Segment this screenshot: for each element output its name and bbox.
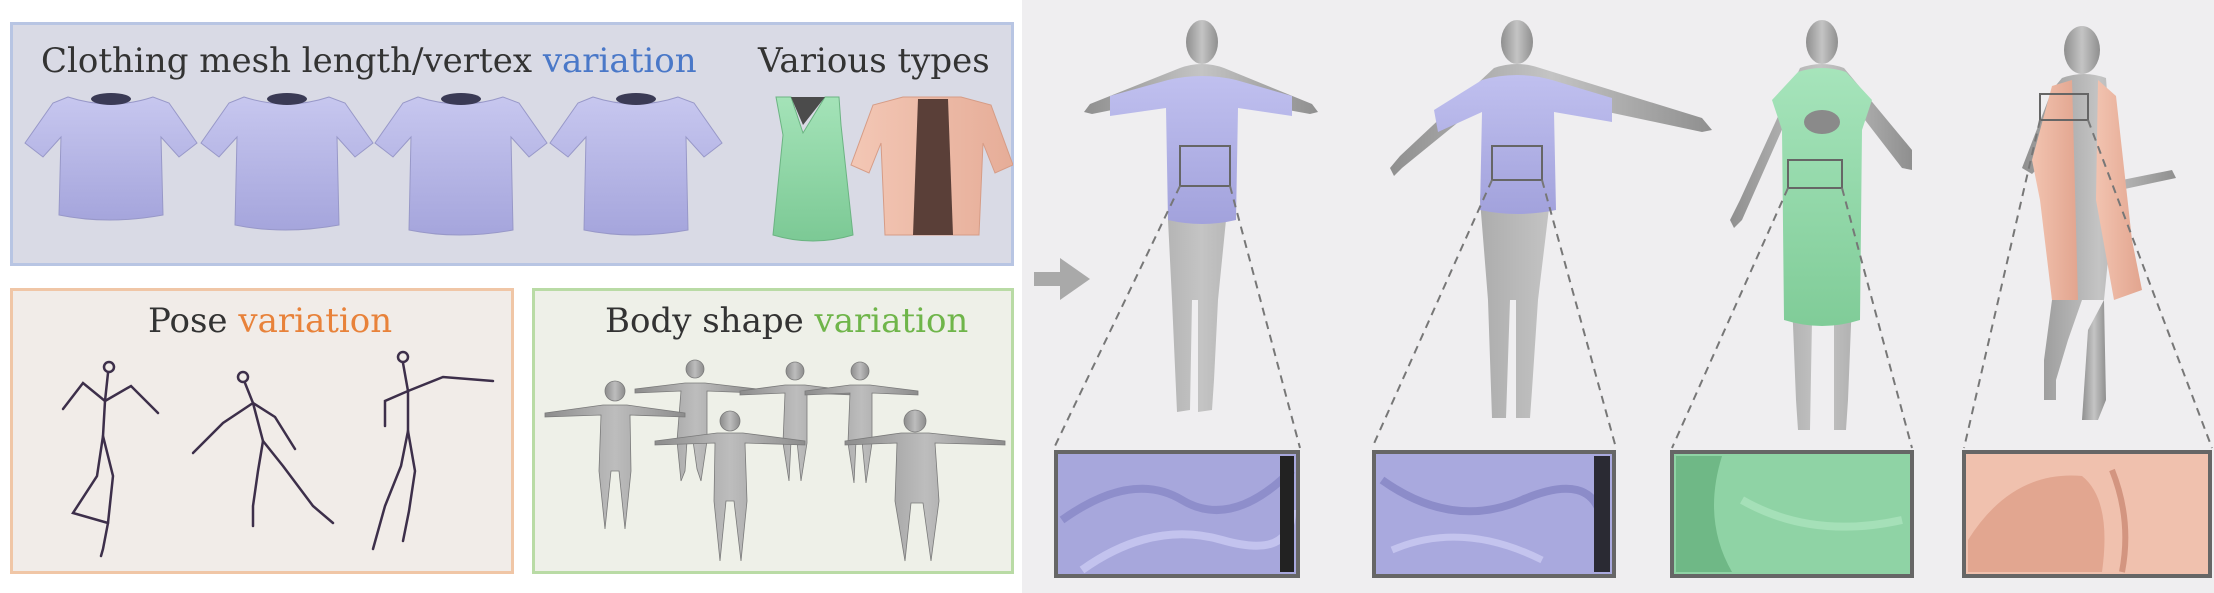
zoom-leader-lines: [1053, 119, 2213, 449]
zoom-inset-3: [1670, 450, 1914, 578]
pose-skeletons: [61, 350, 495, 558]
pose-title-accent: variation: [238, 301, 393, 341]
skeleton-1: [61, 360, 160, 558]
tshirt-3: [374, 93, 548, 236]
results-area: [1022, 0, 2214, 593]
tshirt-group: [24, 93, 1013, 242]
pose-variation-title: Pose variation: [148, 301, 392, 341]
zoom-inset-4: [1962, 450, 2212, 578]
tshirt-2: [200, 93, 374, 231]
zoom-inset-2: [1372, 450, 1616, 578]
skeleton-3: [371, 350, 495, 551]
pose-variation-panel: Pose variation: [10, 288, 514, 574]
zoom-inset-1: [1054, 450, 1300, 578]
body-figure-4: [544, 380, 686, 530]
tshirt-4: [549, 93, 723, 236]
pose-title-text: Pose: [148, 301, 239, 341]
clothing-title-text: Clothing mesh length/vertex: [41, 41, 543, 81]
body-title-accent: variation: [814, 301, 969, 341]
result-figure-1: [1084, 20, 1318, 412]
result-figure-2: [1390, 20, 1712, 418]
clothing-variation-panel: Clothing mesh length/vertex variation Va…: [10, 22, 1014, 266]
body-figure-1: [634, 359, 758, 482]
tshirt-1: [24, 93, 198, 221]
body-title-text: Body shape: [605, 301, 815, 341]
result-figure-3: [1730, 20, 1912, 430]
various-types-title: Various types: [758, 41, 990, 81]
body-figure-5: [654, 410, 806, 562]
body-figure-6: [844, 409, 1006, 562]
result-figure-4: [2022, 26, 2176, 420]
clothing-variation-title: Clothing mesh length/vertex variation: [41, 41, 697, 81]
arrow-right-icon: [1034, 258, 1090, 300]
clothing-title-accent: variation: [542, 41, 697, 81]
dress-garment: [772, 96, 854, 242]
body-shape-variation-panel: Body shape variation: [532, 288, 1014, 574]
body-figure-2: [739, 361, 854, 482]
skeleton-2: [191, 370, 335, 528]
body-shape-variation-title: Body shape variation: [605, 301, 968, 341]
body-shapes-group: [544, 359, 1006, 562]
jacket-garment: [850, 96, 1013, 236]
body-figure-3: [804, 361, 919, 484]
results-figure: [1034, 20, 2213, 578]
